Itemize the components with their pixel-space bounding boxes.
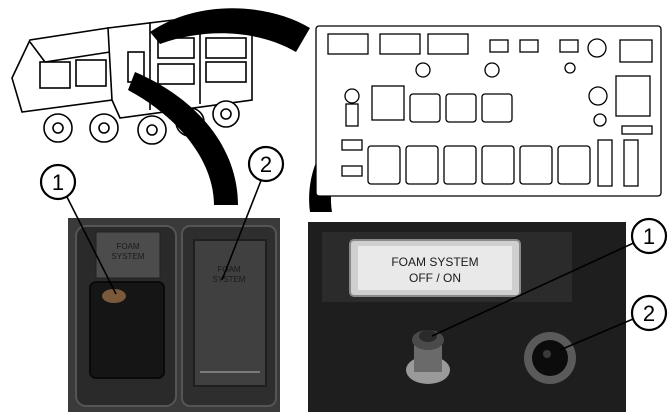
switch-1-label-line2: SYSTEM [112,252,145,261]
plate-line1: FOAM SYSTEM [391,255,478,269]
callout-left-2: 2 [249,147,283,181]
switch-1-label-line1: FOAM [116,242,139,251]
plate-line2: OFF / ON [409,271,461,285]
callout-right-1-number: 1 [643,224,655,249]
callout-right-1: 1 [632,219,666,253]
switch-2-label-line2: SYSTEM [213,275,246,284]
callout-left-2-number: 2 [260,152,272,177]
left-photo [68,218,280,412]
callout-right-2: 2 [632,296,666,330]
callout-left-1: 1 [41,165,75,199]
control-panel-drawing [316,26,661,196]
callout-left-1-number: 1 [52,170,64,195]
callout-right-2-number: 2 [643,301,655,326]
switch-2-label-line1: FOAM [217,265,240,274]
right-photo [308,222,626,412]
